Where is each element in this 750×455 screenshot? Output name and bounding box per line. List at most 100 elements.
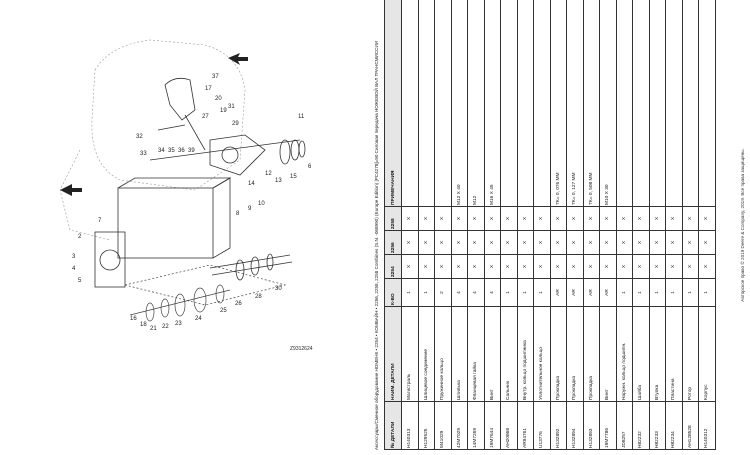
figure-code: Z9312624 xyxy=(290,346,313,352)
part-name-cell: Прокладка xyxy=(566,306,583,402)
diagram-svg: 37 17 20 19 27 31 29 32 33 34 35 36 39 1… xyxy=(59,39,313,352)
model-2258-cell: X xyxy=(517,206,534,231)
part-number-cell: 42M7029 xyxy=(451,401,468,450)
part-number-cell: JD8257 xyxy=(616,401,633,450)
model-2254-cell: X xyxy=(665,254,682,279)
model-2254-cell: X xyxy=(616,254,633,279)
quantity-cell: AR xyxy=(599,278,616,307)
part-number-cell: H140312 xyxy=(698,401,715,450)
notes-cell: ТК= 0, 127 ММ xyxy=(566,0,583,207)
quantity-cell: 1 xyxy=(500,278,517,307)
model-2254-cell: X xyxy=(566,254,583,279)
part-number-cell: 19M7644 xyxy=(484,401,501,450)
model-2256-cell: X xyxy=(566,230,583,255)
callout-label: 17 xyxy=(205,86,212,92)
callout-label: 9 xyxy=(248,206,252,212)
model-2254-cell: X xyxy=(649,254,666,279)
notes-cell: ТК= 0, 508 ММ xyxy=(583,0,600,207)
part-name-cell: Пластина xyxy=(665,306,682,402)
part-name-cell: Шпилька xyxy=(451,306,468,402)
part-number-cell: H132893 xyxy=(583,401,600,450)
model-2258-cell: X xyxy=(583,206,600,231)
model-2254-cell: X xyxy=(533,254,550,279)
quantity-cell: 1 xyxy=(682,278,699,307)
copyright-footer: Авторское право © 2019 Deere & Company, … xyxy=(740,148,745,302)
column-header: 2258 xyxy=(384,206,402,231)
callout-label: 37 xyxy=(212,74,219,80)
model-2256-cell: X xyxy=(517,230,534,255)
model-2256-cell: X xyxy=(649,230,666,255)
part-name-cell: Шайба xyxy=(632,306,649,402)
callout-label: 29 xyxy=(232,121,239,127)
model-2254-cell: X xyxy=(599,254,616,279)
lower-shaft-parts xyxy=(124,264,287,322)
model-2256-cell: X xyxy=(401,230,418,255)
part-name-cell: Корпус xyxy=(698,306,715,402)
notes-cell xyxy=(418,0,435,207)
part-name-cell: Пружинное кольцо xyxy=(434,306,451,402)
part-number-cell: H132892 xyxy=(550,401,567,450)
notes-cell: M10 X 30 xyxy=(599,0,616,207)
callout-label: 14 xyxy=(248,181,255,187)
column-header: ПРИМЕЧАНИЯ xyxy=(384,0,402,207)
callout-label: 39 xyxy=(188,148,195,154)
column-header: НАИМ. ДЕТАЛИ xyxy=(384,306,402,402)
quantity-cell: 1 xyxy=(632,278,649,307)
part-number-cell: AR94761 xyxy=(517,401,534,450)
direction-arrows xyxy=(60,53,248,196)
part-name-cell: Втулка xyxy=(649,306,666,402)
part-name-cell: Винт xyxy=(484,306,501,402)
model-2254-cell: X xyxy=(401,254,418,279)
part-name-cell: Наружн. кольцо подшипн. xyxy=(616,306,633,402)
callout-label: 24 xyxy=(195,316,202,322)
part-name-cell: Уплотнительное кольцо xyxy=(533,306,550,402)
model-2256-cell: X xyxy=(550,230,567,255)
model-2258-cell: X xyxy=(616,206,633,231)
model-2256-cell: X xyxy=(434,230,451,255)
model-2258-cell: X xyxy=(632,206,649,231)
model-2258-cell: X xyxy=(434,206,451,231)
quantity-cell: 1 xyxy=(401,278,418,307)
notes-cell xyxy=(434,0,451,207)
callout-label: 26 xyxy=(235,301,242,307)
model-2256-cell: X xyxy=(418,230,435,255)
model-2256-cell: X xyxy=(484,230,501,255)
callout-label: 21 xyxy=(150,326,157,332)
model-2258-cell: X xyxy=(484,206,501,231)
callout-label: 5 xyxy=(78,278,82,284)
callout-label: 13 xyxy=(275,178,282,184)
column-header: № ДЕТАЛИ xyxy=(384,401,402,450)
callout-label: 34 xyxy=(158,148,165,154)
part-number-cell: H82232 xyxy=(632,401,649,450)
parts-table-panel: Аксессуары/Сменное оборудование НОМЕНК •… xyxy=(372,0,750,450)
callout-label: 25 xyxy=(220,308,227,314)
model-2258-cell: X xyxy=(682,206,699,231)
model-2258-cell: X xyxy=(500,206,517,231)
model-2256-cell: X xyxy=(599,230,616,255)
part-number-cell: H132894 xyxy=(566,401,583,450)
callout-label: 28 xyxy=(255,294,262,300)
model-2256-cell: X xyxy=(500,230,517,255)
document-header: Аксессуары/Сменное оборудование НОМЕНК •… xyxy=(374,40,379,450)
quantity-cell: 1 xyxy=(649,278,666,307)
model-2254-cell: X xyxy=(434,254,451,279)
part-name-cell: Внутр. кольцо подшипника xyxy=(517,306,534,402)
quantity-cell: 1 xyxy=(418,278,435,307)
part-number-cell: H82234 xyxy=(665,401,682,450)
rotated-table-page: Аксессуары/Сменное оборудование НОМЕНК •… xyxy=(372,0,750,450)
callout-label: 3 xyxy=(72,254,76,260)
callout-label: 18 xyxy=(140,322,147,328)
callout-label: 31 xyxy=(228,104,235,110)
